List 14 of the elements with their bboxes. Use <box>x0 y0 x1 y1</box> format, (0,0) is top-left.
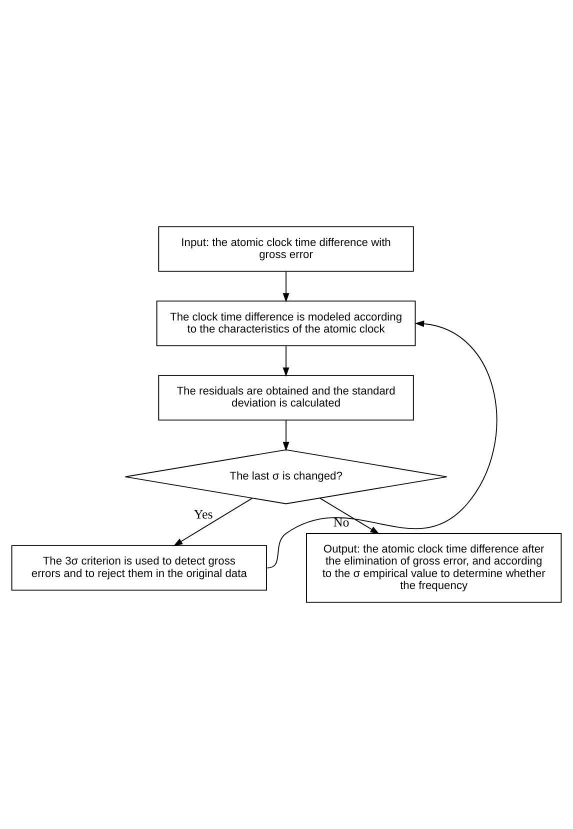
node-box: The clock time difference is modeled according to the characteristics of the atomic clock <box>156 300 416 346</box>
node-box: Output: the atomic clock time difference after the elimination of gross error, and according to the σ empirical value to determine whether the frequency <box>306 533 562 603</box>
arrow <box>319 498 380 534</box>
node-box: The 3σ criterion is used to detect gross errors and to reject them in the original data <box>11 545 267 591</box>
arrow <box>266 320 498 568</box>
node-diamond: The last σ is changed? <box>124 449 448 504</box>
node-box: The residuals are obtained and the standard deviation is calculated <box>158 375 414 421</box>
node-box: Input: the atomic clock time difference with gross error <box>158 226 414 272</box>
arrow <box>173 498 253 546</box>
arrow <box>282 420 290 452</box>
edge-label: No <box>333 514 350 530</box>
arrow <box>282 346 290 377</box>
edge-label: Yes <box>194 506 213 522</box>
arrow <box>282 271 290 302</box>
